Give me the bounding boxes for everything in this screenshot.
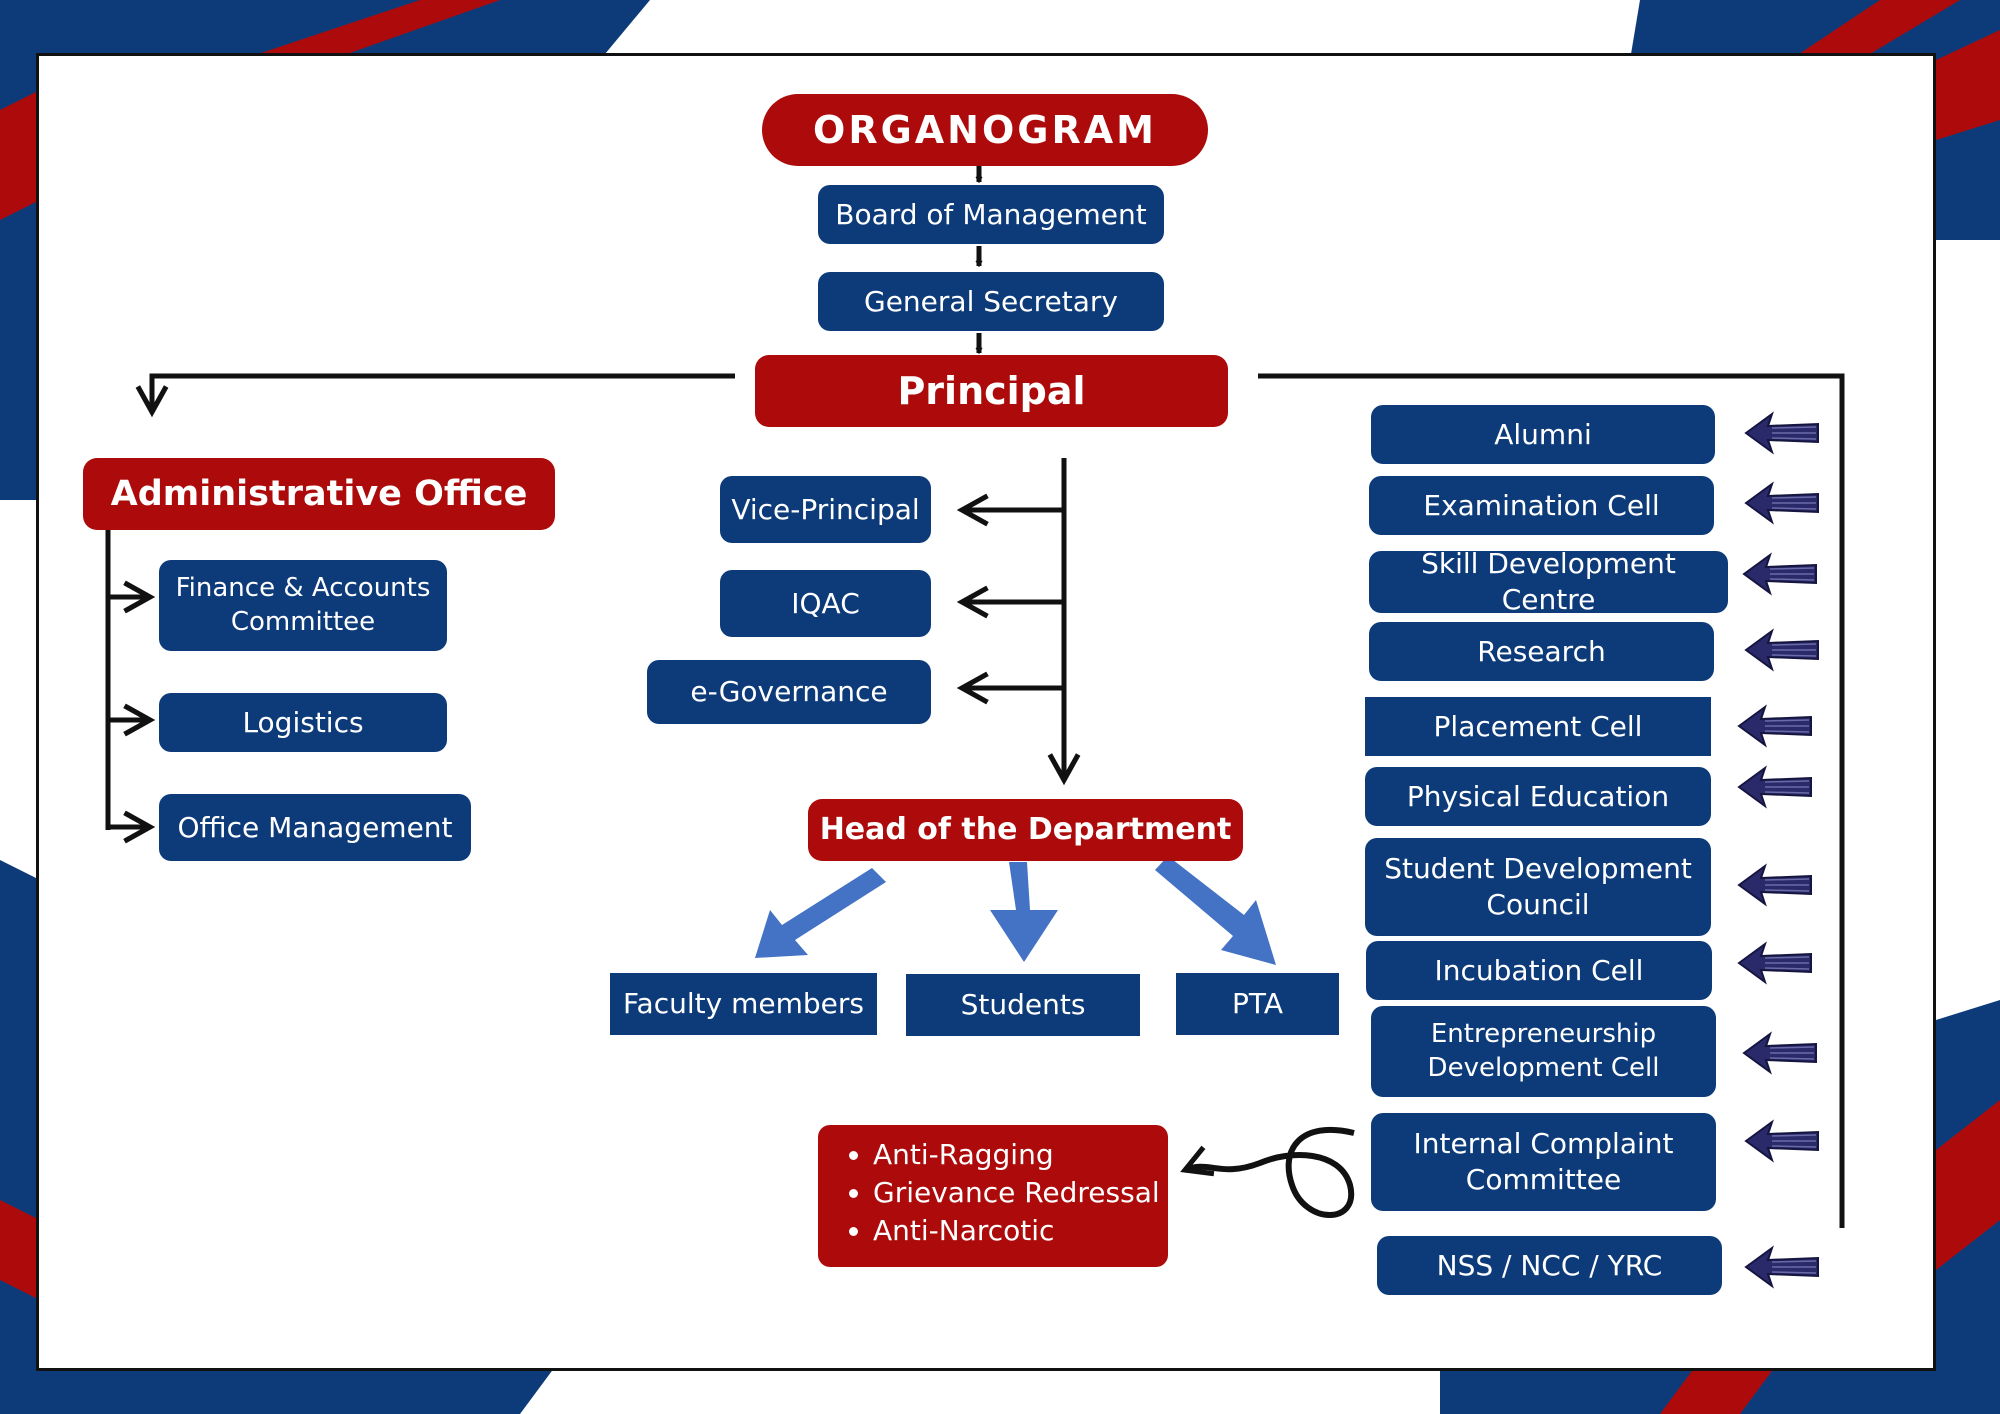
- incubation-cell-box: Incubation Cell: [1366, 941, 1712, 1000]
- left-arrow-icon: [1737, 941, 1812, 985]
- entrepreneurship-cell-box: Entrepreneurship Development Cell: [1371, 1006, 1716, 1097]
- placement-cell-box: Placement Cell: [1365, 697, 1711, 756]
- examination-cell-box: Examination Cell: [1369, 476, 1714, 535]
- committees-box: Anti-Ragging Grievance Redressal Anti-Na…: [818, 1125, 1168, 1267]
- administrative-office-box: Administrative Office: [83, 458, 555, 530]
- left-arrow-icon: [1742, 1031, 1817, 1075]
- left-arrow-icon: [1744, 628, 1819, 672]
- iqac-box: IQAC: [720, 570, 931, 637]
- board-of-management-box: Board of Management: [818, 185, 1164, 244]
- egovernance-box: e-Governance: [647, 660, 931, 724]
- organogram-title: ORGANOGRAM: [762, 94, 1208, 166]
- alumni-box: Alumni: [1371, 405, 1715, 464]
- research-box: Research: [1369, 622, 1714, 681]
- principal-box: Principal: [755, 355, 1228, 427]
- left-arrow-icon: [1742, 552, 1817, 596]
- left-arrow-icon: [1744, 1245, 1819, 1289]
- internal-complaint-committee-box: Internal Complaint Committee: [1371, 1113, 1716, 1211]
- vice-principal-box: Vice-Principal: [720, 476, 931, 543]
- general-secretary-box: General Secretary: [818, 272, 1164, 331]
- physical-education-box: Physical Education: [1365, 767, 1711, 826]
- head-of-department-box: Head of the Department: [808, 799, 1243, 861]
- students-box: Students: [906, 974, 1140, 1036]
- committee-anti-narcotic: Anti-Narcotic: [873, 1212, 1168, 1250]
- committee-grievance-redressal: Grievance Redressal: [873, 1174, 1168, 1212]
- left-arrow-icon: [1744, 481, 1819, 525]
- left-arrow-icon: [1737, 863, 1812, 907]
- student-development-council-box: Student Development Council: [1365, 838, 1711, 936]
- left-arrow-icon: [1737, 765, 1812, 809]
- nss-ncc-yrc-box: NSS / NCC / YRC: [1377, 1236, 1722, 1295]
- pta-box: PTA: [1176, 973, 1339, 1035]
- office-management-box: Office Management: [159, 794, 471, 861]
- committee-anti-ragging: Anti-Ragging: [873, 1136, 1168, 1174]
- finance-accounts-box: Finance & Accounts Committee: [159, 560, 447, 651]
- left-arrow-icon: [1737, 704, 1812, 748]
- left-arrow-icon: [1744, 411, 1819, 455]
- faculty-members-box: Faculty members: [610, 973, 877, 1035]
- logistics-box: Logistics: [159, 693, 447, 752]
- left-arrow-icon: [1744, 1119, 1819, 1163]
- skill-development-box: Skill Development Centre: [1369, 547, 1728, 616]
